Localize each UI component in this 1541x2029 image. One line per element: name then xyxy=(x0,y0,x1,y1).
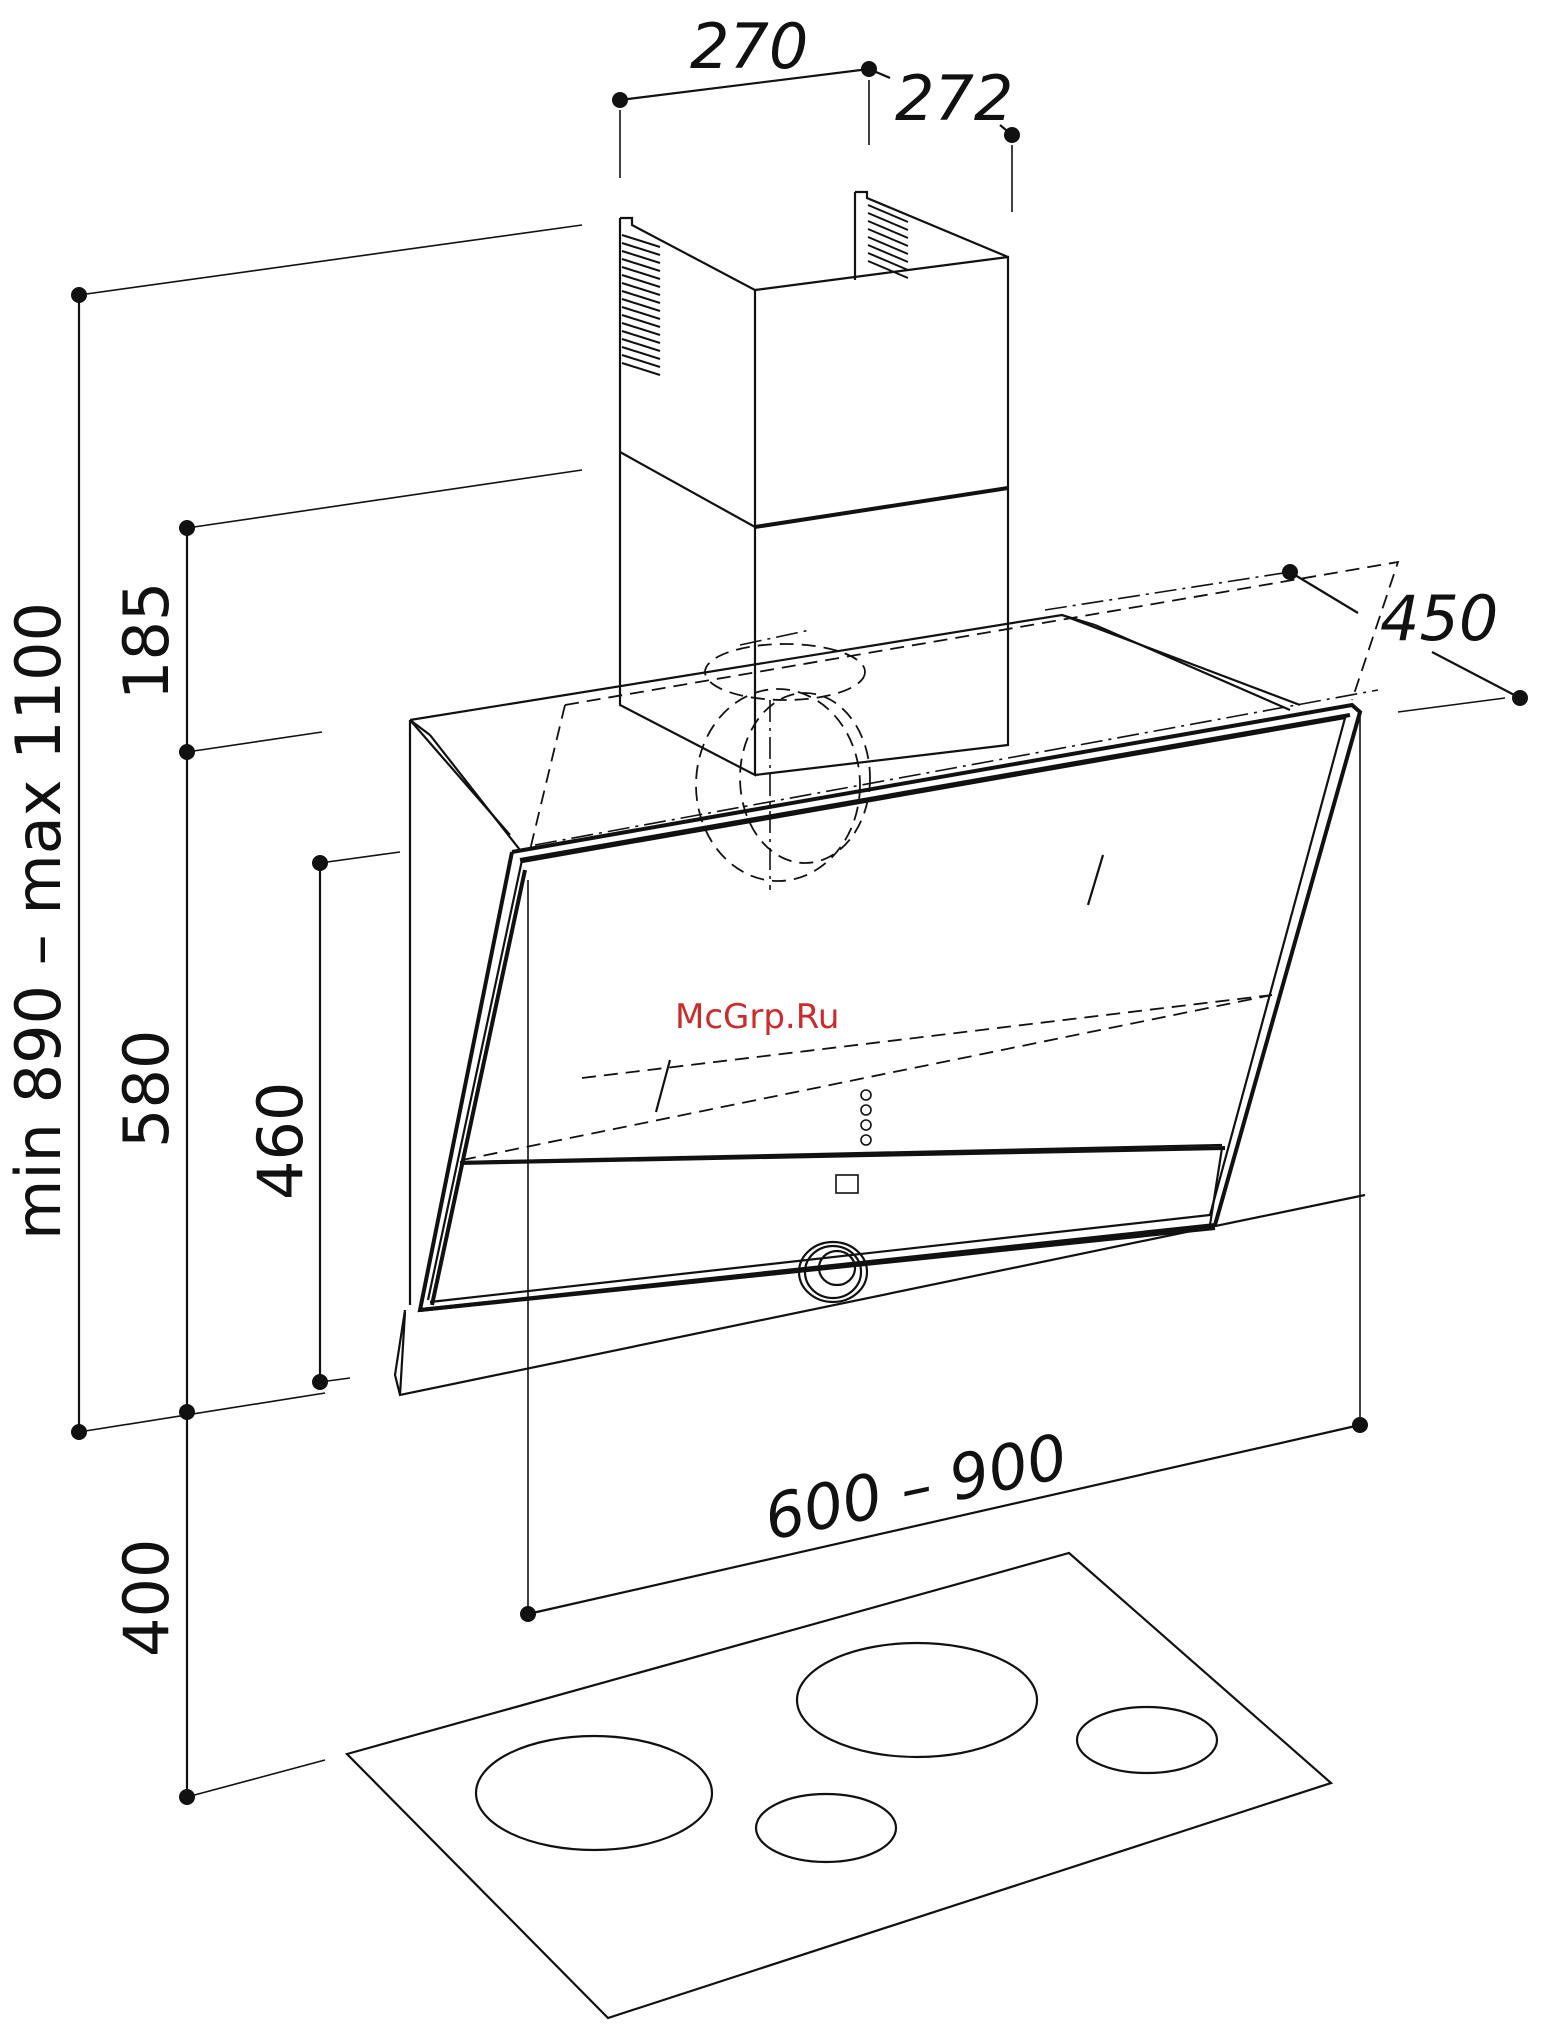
dim-hood-height: 580 xyxy=(110,1030,183,1148)
dim-mount-height: 400 xyxy=(110,1539,183,1657)
dim-glass-height: 460 xyxy=(244,1082,317,1200)
dim-hood-depth: 450 xyxy=(1380,582,1498,655)
control-knob xyxy=(799,1242,867,1302)
dim-hood-width: 600 – 900 xyxy=(758,1419,1074,1554)
vent-grille-right xyxy=(868,205,908,278)
dim-chimney-depth: 272 xyxy=(895,62,1013,135)
dim-total-height: min 890 – max 1100 xyxy=(2,602,75,1240)
watermark: McGrp.Ru xyxy=(675,997,839,1037)
hood-body xyxy=(395,615,1365,1395)
control-buttons xyxy=(836,1090,871,1193)
chimney xyxy=(620,192,1008,775)
cooktop xyxy=(347,1553,1331,2018)
vent-grille-left xyxy=(622,235,660,375)
dim-chimney-width: 270 xyxy=(690,10,808,83)
dim-chimney-lower: 185 xyxy=(110,582,183,700)
